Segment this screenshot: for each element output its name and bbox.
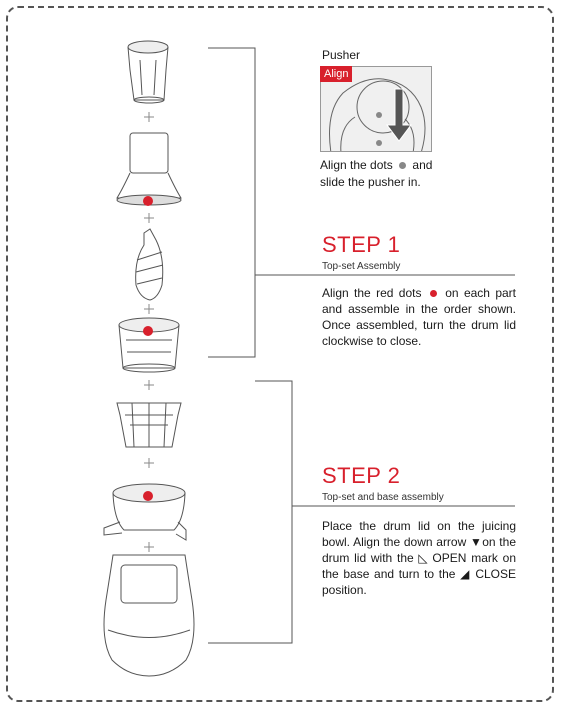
page-border xyxy=(6,6,554,702)
pusher-caption-part2: and slide the pusher in. xyxy=(320,158,433,189)
align-tag: Align xyxy=(320,66,353,82)
auger-icon xyxy=(135,228,164,301)
pusher-label: Pusher xyxy=(322,48,361,62)
hopper-icon xyxy=(127,40,169,104)
step2-subtitle: Top-set and base assembly xyxy=(322,492,444,503)
pusher-caption-part1: Align the dots xyxy=(320,158,393,172)
step1-subtitle: Top-set Assembly xyxy=(322,261,401,272)
step1-body: Align the red dots on each part and asse… xyxy=(322,285,516,349)
step2-bracket xyxy=(208,380,293,644)
step1-title: STEP 1 xyxy=(322,232,401,257)
drum-lid-icon xyxy=(116,132,182,206)
pusher-caption: Align the dots and slide the pusher in. xyxy=(320,157,460,191)
step2-title: STEP 2 xyxy=(322,463,401,488)
red-dot-icon xyxy=(429,290,437,298)
juicing-drum-icon xyxy=(118,317,180,373)
step1-body-part1: Align the red dots xyxy=(322,286,422,300)
brush-holder-icon xyxy=(116,402,182,448)
step2-body: Place the drum lid on the juicing bowl. … xyxy=(322,519,516,597)
step1-bracket xyxy=(208,47,256,358)
gray-dot-icon xyxy=(399,162,407,170)
step1-body-part2: on each part and assemble in the order s… xyxy=(322,286,517,348)
base-icon xyxy=(103,554,195,677)
